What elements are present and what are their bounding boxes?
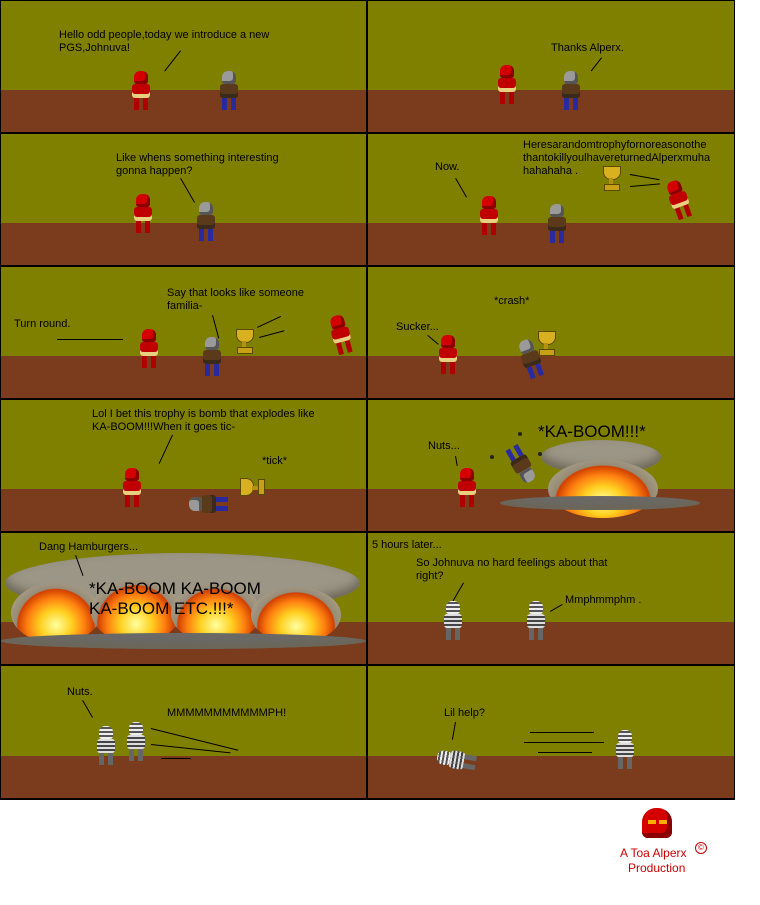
johnuva-flying-character (500, 440, 543, 488)
speech-line (451, 721, 456, 740)
panel-1: Hello odd people,today we introduce a ne… (1, 1, 366, 132)
trophy-icon (233, 329, 255, 354)
reply-text: MMMMMMMMMMMPH! (167, 707, 287, 719)
motion-line (524, 742, 604, 743)
sfx-text: *KA-BOOM!!!* (538, 422, 646, 441)
motion-line (150, 728, 239, 751)
mummy-johnuva-character (612, 730, 638, 770)
speech-text: Now. (435, 161, 460, 173)
alperx-character (119, 468, 145, 508)
panel-2: Thanks Alperx. (368, 1, 734, 132)
speech-line (158, 434, 173, 465)
mummy-johnuva-character (523, 601, 549, 641)
motion-line (630, 183, 660, 187)
panel-8: *KA-BOOM!!!* Nuts... (368, 400, 734, 531)
speech-line (57, 339, 123, 340)
debris (538, 452, 542, 456)
johnuva-character (199, 337, 225, 377)
speech-text: Hello odd people,today we introduce a ne… (59, 29, 270, 54)
mummy-alperx-character (440, 601, 466, 641)
panel-12: Lil help? (368, 666, 734, 798)
alperx-character (435, 335, 461, 375)
ground (1, 223, 366, 265)
speech-line (590, 57, 602, 72)
speech-text: Lil help? (444, 707, 485, 719)
alperx-flying-character (660, 177, 698, 223)
comic-strip: Hello odd people,today we introduce a ne… (0, 0, 735, 800)
ground (368, 356, 734, 398)
crater-smoke (500, 496, 700, 510)
ground (368, 90, 734, 132)
johnuva-character (193, 202, 219, 242)
johnuva-character (558, 71, 584, 111)
alperx-character (136, 329, 162, 369)
motion-line (530, 732, 594, 733)
speech-line (82, 700, 93, 718)
alperx-character (476, 196, 502, 236)
explosion (11, 583, 101, 643)
crater-smoke (1, 633, 366, 649)
johnuva-character (544, 204, 570, 244)
ground (1, 489, 366, 531)
credit-line-2: Production (628, 861, 686, 875)
motion-line (538, 752, 592, 753)
alperx-character (130, 194, 156, 234)
ground (1, 756, 366, 798)
speech-text: Nuts... (428, 440, 460, 452)
debris (518, 432, 522, 436)
motion-line (161, 758, 191, 759)
speech-text: Thanks Alperx. (551, 42, 624, 54)
speech-text: Nuts. (67, 686, 93, 698)
debris (490, 455, 494, 459)
johnuva-lying-character (189, 491, 229, 517)
alperx-character (128, 71, 154, 111)
alperx-character (494, 65, 520, 105)
reply-text: Mmphmmphm . (565, 594, 642, 606)
speech-line (180, 178, 195, 203)
alperx-flying-character (323, 312, 358, 357)
speech-text-left: Turn round. (14, 318, 71, 330)
sfx-text: *tick* (262, 455, 288, 467)
credit-line-1: A Toa Alperx (620, 846, 687, 860)
copyright-icon: © (695, 842, 707, 854)
ground (368, 756, 734, 798)
speech-text: Dang Hamburgers... (39, 541, 139, 553)
ground (1, 356, 366, 398)
mummy-johnuva-character (123, 722, 149, 762)
speech-line (212, 315, 220, 339)
speech-line (550, 604, 563, 612)
sfx-text: *crash* (494, 295, 530, 307)
ground (1, 90, 366, 132)
trophy-icon (240, 477, 265, 499)
speech-line (455, 178, 467, 198)
johnuva-character (216, 71, 242, 111)
speech-text: Lol I bet this trophy is bomb that explo… (92, 408, 315, 433)
alperx-mask-logo (638, 808, 676, 842)
alperx-character (454, 468, 480, 508)
panel-10: 5 hours later... So Johnuva no hard feel… (368, 533, 734, 664)
panel-6: Sucker... *crash* (368, 267, 734, 398)
motion-line (259, 330, 285, 338)
speech-text: Sucker... (396, 321, 439, 333)
explosion (91, 579, 181, 643)
ground (368, 622, 734, 664)
motion-line (257, 316, 281, 328)
panel-7: Lol I bet this trophy is bomb that explo… (1, 400, 366, 531)
trophy-icon (600, 166, 622, 191)
panel-11: Nuts. MMMMMMMMMMMPH! (1, 666, 366, 798)
trophy-icon (535, 331, 557, 356)
caption-text: 5 hours later... (372, 539, 442, 551)
speech-line (455, 456, 458, 467)
mummy-alperx-character (93, 726, 119, 766)
